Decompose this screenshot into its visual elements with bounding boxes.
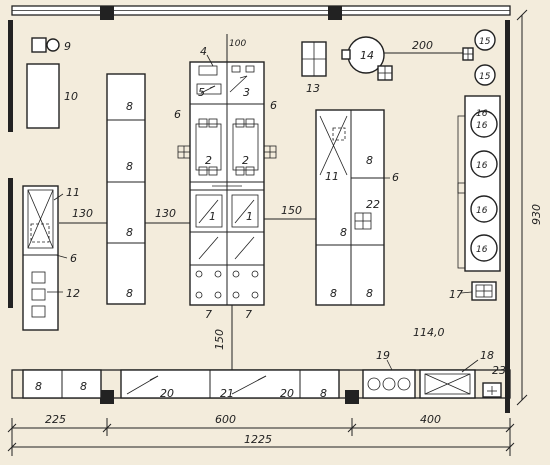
label-19: 19 <box>376 349 390 362</box>
dimension-600: 600 <box>215 413 236 426</box>
label-1: 1 <box>209 210 216 223</box>
dimension-130: 130 <box>72 207 93 220</box>
equipment-9: 9 <box>31 37 71 53</box>
label-8: 8 <box>366 287 373 300</box>
label-8: 8 <box>340 226 347 239</box>
label-8: 8 <box>126 160 133 173</box>
label-13: 13 <box>306 82 320 95</box>
label-6-island-right: 6 <box>270 99 277 112</box>
label-8: 8 <box>126 287 133 300</box>
label-11-right: 11 <box>325 170 339 183</box>
label-1: 1 <box>246 210 253 223</box>
label-15: 15 <box>479 37 491 47</box>
label-8: 8 <box>35 380 42 393</box>
equipment-top-right: 13 14 15 15 <box>301 29 496 95</box>
label-10: 10 <box>64 90 78 103</box>
equipment-17: 17 <box>449 281 497 301</box>
label-3: 3 <box>243 86 250 99</box>
label-16: 16 <box>476 245 488 255</box>
equipment-bottom-row: 8 8 20 21 20 8 19 18 23 <box>22 349 506 400</box>
label-8: 8 <box>80 380 87 393</box>
label-14: 14 <box>360 49 374 62</box>
equipment-tables-column-1: 8 8 8 8 <box>106 73 146 305</box>
label-7: 7 <box>245 308 252 321</box>
label-16: 16 <box>476 121 488 131</box>
label-20: 20 <box>280 387 294 400</box>
label-6-left: 6 <box>70 252 77 265</box>
label-2: 2 <box>242 154 249 167</box>
dimension-1225: 1225 <box>244 433 272 446</box>
dimension-100: 100 <box>229 39 246 49</box>
area-label: 114,0 <box>413 326 445 339</box>
dimension-150-vertical: 150 <box>213 329 226 350</box>
label-8: 8 <box>126 100 133 113</box>
equipment-16-column: 16 16 16 16 16 <box>457 95 501 272</box>
label-6-right: 6 <box>392 171 399 184</box>
label-8: 8 <box>366 154 373 167</box>
label-7: 7 <box>205 308 212 321</box>
label-18: 18 <box>480 349 494 362</box>
equipment-right-island: 11 8 6 22 8 8 8 <box>315 109 399 306</box>
equipment-left-column: 11 6 12 <box>22 185 80 331</box>
label-6-island-left: 6 <box>174 108 181 121</box>
equipment-central-island: 4 5 3 6 6 2 2 1 1 7 7 <box>174 45 277 321</box>
dimension-400: 400 <box>420 413 441 426</box>
label-11-left: 11 <box>66 186 80 199</box>
equipment-10: 10 <box>26 63 78 129</box>
label-12: 12 <box>66 287 80 300</box>
label-22: 22 <box>366 198 380 211</box>
label-16: 16 <box>476 161 488 171</box>
label-8: 8 <box>126 226 133 239</box>
label-17: 17 <box>449 288 463 301</box>
label-15: 15 <box>479 72 491 82</box>
label-21: 21 <box>220 387 234 400</box>
label-8: 8 <box>320 387 327 400</box>
label-20: 20 <box>160 387 174 400</box>
label-9: 9 <box>64 40 71 53</box>
label-23: 23 <box>492 364 506 377</box>
dimension-130: 130 <box>155 207 176 220</box>
label-16: 16 <box>476 206 488 216</box>
label-2: 2 <box>205 154 212 167</box>
dimension-150: 150 <box>281 204 302 217</box>
label-4: 4 <box>200 45 207 58</box>
label-5: 5 <box>198 86 205 99</box>
dimension-930: 930 <box>530 204 543 225</box>
dimension-225: 225 <box>45 413 66 426</box>
label-8: 8 <box>330 287 337 300</box>
label-16: 16 <box>476 109 488 119</box>
walls <box>8 5 511 413</box>
dimension-lines: 100 130 130 150 150 200 930 225 600 400 … <box>7 9 543 456</box>
dimension-200: 200 <box>412 39 433 52</box>
